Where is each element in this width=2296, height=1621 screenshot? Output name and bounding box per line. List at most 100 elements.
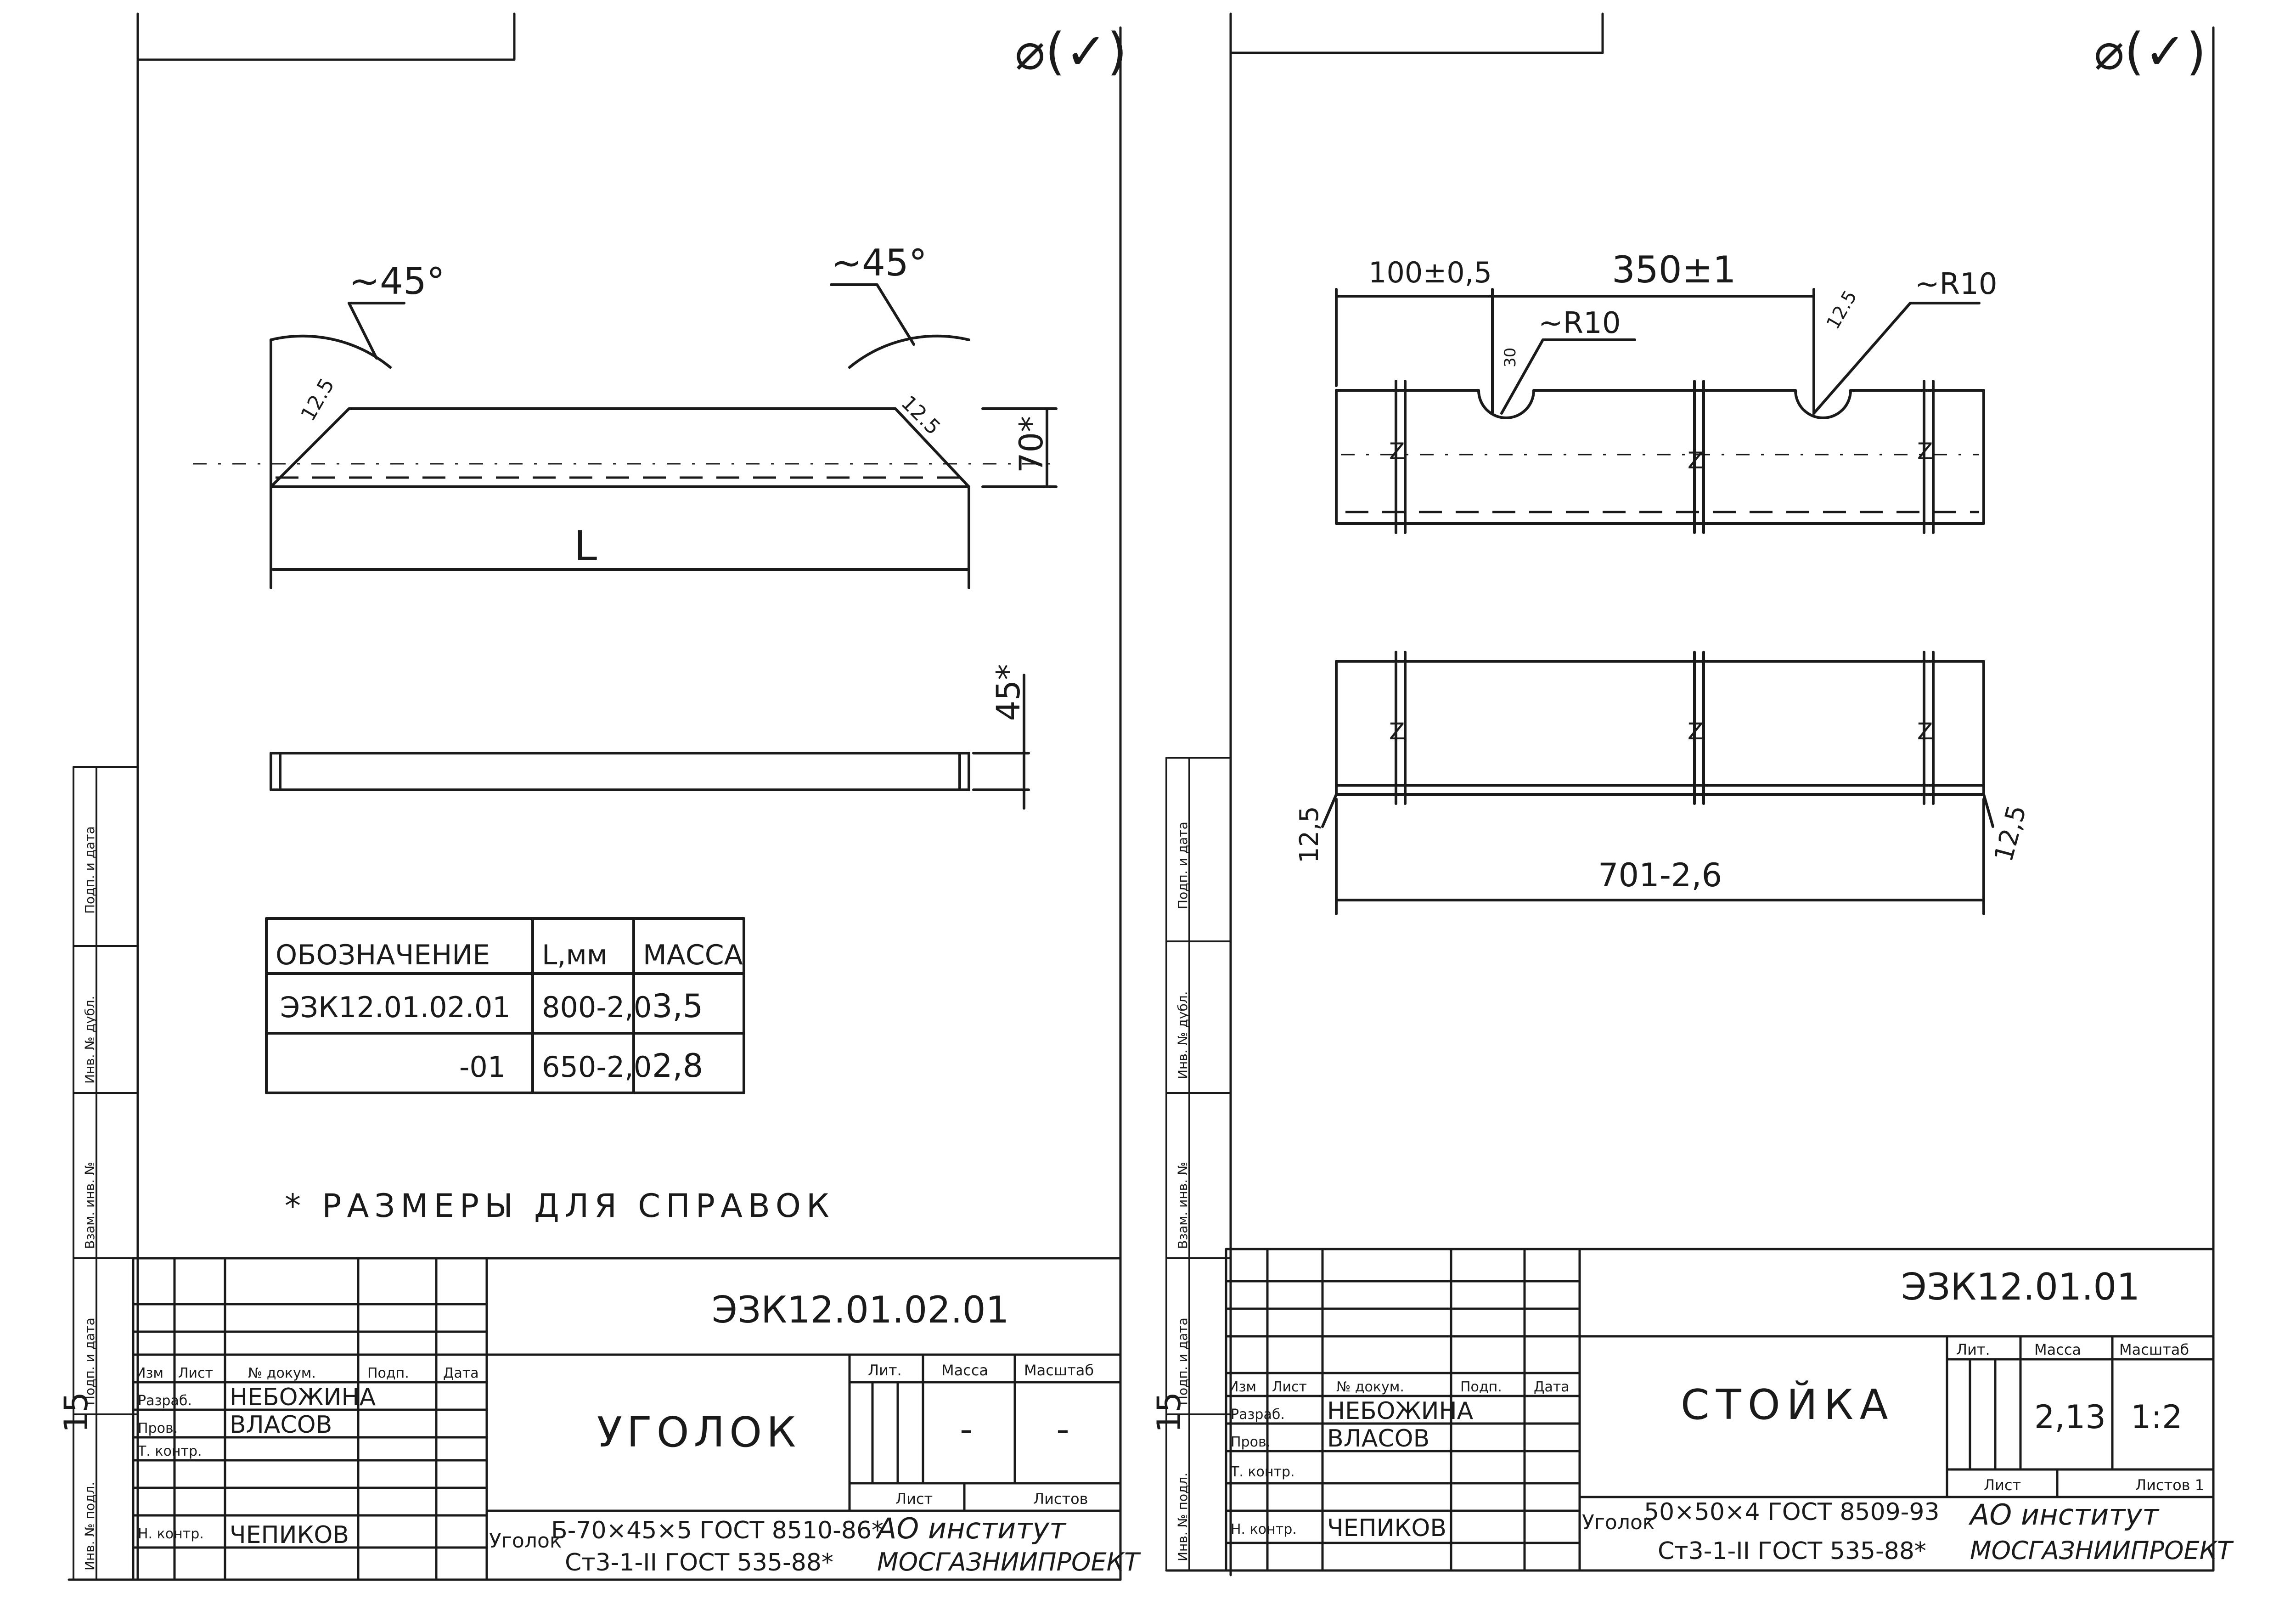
right-top-view bbox=[1321, 651, 1994, 915]
left-tb-designation: ЭЗК12.01.02.01 bbox=[712, 1289, 1009, 1331]
left-tb-role-1: Разраб. bbox=[138, 1393, 192, 1409]
right-dim-left: 100±0,5 bbox=[1368, 256, 1492, 289]
right-break-4: Z bbox=[1389, 718, 1405, 745]
left-side-stamp-2: Инв. № дубл. bbox=[82, 996, 97, 1084]
left-table-r2-mass: 2,8 bbox=[652, 1047, 703, 1085]
right-dim-center: 350±1 bbox=[1612, 248, 1736, 291]
left-tb-role-3: Т. контр. bbox=[137, 1443, 202, 1459]
right-radius-right: ~R10 bbox=[1915, 267, 1998, 301]
left-tb-name-1: НЕБОЖИНА bbox=[230, 1384, 376, 1411]
right-break-3: Z bbox=[1917, 438, 1933, 465]
right-dim-total: 701-2,6 bbox=[1598, 856, 1722, 894]
left-tb-org-line2: МОСГАЗНИИПРОЕКТ bbox=[877, 1548, 1141, 1576]
left-table-r1-mass: 3,5 bbox=[652, 987, 703, 1025]
right-tb-mass: 2,13 bbox=[2034, 1398, 2106, 1436]
left-table-header-mass: МАССА bbox=[643, 939, 743, 971]
right-tb-h-list: Лист bbox=[1272, 1379, 1307, 1395]
left-side-number: 15 bbox=[57, 1392, 95, 1433]
left-tb-org-line1: АО институт bbox=[875, 1512, 1067, 1545]
right-tb-name-5: ЧЕПИКОВ bbox=[1327, 1514, 1446, 1542]
right-tb-mass-label: Масса bbox=[2034, 1341, 2081, 1358]
right-tb-lit-label: Лит. bbox=[1956, 1341, 1990, 1358]
left-table-r2-designation: -01 bbox=[459, 1050, 506, 1084]
left-frame bbox=[68, 12, 1122, 1581]
left-tb-mass-label: Масса bbox=[941, 1362, 988, 1379]
left-tb-mass: - bbox=[960, 1408, 973, 1451]
left-tb-h-date: Дата bbox=[443, 1365, 479, 1381]
right-tb-sheets-label: Листов 1 bbox=[2135, 1476, 2204, 1494]
left-dim-length: L bbox=[574, 522, 597, 570]
right-side-stamp-5: Инв. № подл. bbox=[1175, 1473, 1190, 1561]
left-tb-h-list: Лист bbox=[178, 1365, 213, 1381]
left-designation-table bbox=[265, 917, 745, 1094]
left-angle-label-1: ~45° bbox=[349, 260, 445, 303]
left-tb-material-line2: Ст3-1-II ГОСТ 535-88* bbox=[565, 1549, 833, 1576]
right-tb-material-line1: 50×50×4 ГОСТ 8509-93 bbox=[1644, 1498, 1940, 1526]
right-side-number: 15 bbox=[1150, 1392, 1188, 1433]
right-tb-role-5: Н. контр. bbox=[1231, 1521, 1297, 1537]
left-table-r2-length: 650-2,0 bbox=[542, 1050, 652, 1084]
left-side-stamp-5: Инв. № подл. bbox=[82, 1482, 97, 1570]
left-angle-label-2: ~45° bbox=[831, 242, 927, 284]
left-angle-view bbox=[270, 283, 1058, 589]
left-tb-name-2: ВЛАСОВ bbox=[230, 1411, 332, 1439]
right-radius-left: ~R10 bbox=[1538, 306, 1621, 340]
left-tb-lit-label: Лит. bbox=[868, 1362, 902, 1379]
right-tb-role-2: Пров. bbox=[1231, 1434, 1271, 1450]
left-tb-h-sign: Подп. bbox=[367, 1365, 409, 1381]
left-tb-sheet-label: Лист bbox=[895, 1490, 933, 1508]
left-note: * РАЗМЕРЫ ДЛЯ СПРАВОК bbox=[285, 1187, 835, 1225]
left-title-block bbox=[132, 1257, 1122, 1581]
right-side-stamp-1: Подп. и дата bbox=[1175, 822, 1190, 909]
right-title-block bbox=[1225, 1248, 2215, 1572]
left-dim-side: 45* bbox=[990, 664, 1027, 721]
right-tb-name: СТОЙКА bbox=[1681, 1380, 1894, 1429]
left-tb-scale-label: Масштаб bbox=[1024, 1362, 1094, 1379]
right-break-6: Z bbox=[1917, 718, 1933, 745]
left-tb-h-izm: Изм bbox=[135, 1365, 163, 1381]
left-side-stamp-3: Взам. инв. № bbox=[82, 1162, 97, 1249]
right-side-stamp-3: Взам. инв. № bbox=[1175, 1162, 1190, 1249]
left-tb-name-5: ЧЕПИКОВ bbox=[230, 1521, 349, 1549]
left-tb-material-prefix: Уголок bbox=[489, 1529, 562, 1553]
left-chamfer-label-2: 12.5 bbox=[896, 391, 945, 439]
left-tb-h-doc: № докум. bbox=[248, 1365, 316, 1381]
right-tb-designation: ЭЗК12.01.01 bbox=[1901, 1266, 2140, 1308]
right-small-dim-1: 30 bbox=[1501, 348, 1519, 367]
right-edge-left: 12,5 bbox=[1294, 806, 1324, 863]
right-tb-org-line1: АО институт bbox=[1968, 1498, 2160, 1531]
left-side-stamp-1: Подп. и дата bbox=[82, 826, 97, 914]
left-tb-scale: - bbox=[1056, 1408, 1069, 1451]
right-tb-material-line2: Ст3-1-II ГОСТ 535-88* bbox=[1658, 1537, 1926, 1565]
left-side-view bbox=[270, 674, 1030, 810]
left-table-r1-designation: ЭЗК12.01.02.01 bbox=[280, 991, 511, 1024]
left-table-header-designation: ОБОЗНАЧЕНИЕ bbox=[276, 939, 490, 971]
right-side-stamp-2: Инв. № дубл. bbox=[1175, 991, 1190, 1079]
left-table-r1-length: 800-2,0 bbox=[542, 991, 652, 1024]
right-side-stamp bbox=[1165, 757, 1232, 1571]
right-tb-scale-label: Масштаб bbox=[2119, 1341, 2189, 1358]
right-break-1: Z bbox=[1389, 438, 1405, 465]
right-edge-right: 12,5 bbox=[1989, 802, 2032, 865]
right-corner-mark: ⌀(✓) bbox=[2094, 22, 2206, 81]
left-tb-sheets-label: Листов bbox=[1033, 1490, 1088, 1508]
right-tb-role-3: Т. контр. bbox=[1230, 1464, 1295, 1480]
left-corner-mark: ⌀(✓) bbox=[1015, 22, 1127, 81]
right-break-2: Z bbox=[1688, 447, 1703, 474]
right-tb-sheet-label: Лист bbox=[1984, 1476, 2021, 1494]
left-tb-role-2: Пров. bbox=[138, 1420, 178, 1436]
left-side-stamp-4: Подп. и дата bbox=[82, 1317, 97, 1405]
right-tb-org-line2: МОСГАЗНИИПРОЕКТ bbox=[1970, 1536, 2234, 1565]
right-tb-name-2: ВЛАСОВ bbox=[1327, 1425, 1429, 1452]
right-break-5: Z bbox=[1688, 718, 1703, 745]
right-front-view bbox=[1335, 288, 1985, 534]
left-tb-name: УГОЛОК bbox=[597, 1408, 800, 1457]
right-tb-name-1: НЕБОЖИНА bbox=[1327, 1397, 1474, 1425]
right-tb-h-izm: Изм bbox=[1228, 1379, 1256, 1395]
right-tb-material-prefix: Уголок bbox=[1582, 1511, 1654, 1534]
right-tb-h-date: Дата bbox=[1534, 1379, 1570, 1395]
left-tb-role-5: Н. контр. bbox=[138, 1526, 204, 1542]
left-chamfer-label-1: 12.5 bbox=[296, 374, 339, 425]
left-tb-material-line1: Б-70×45×5 ГОСТ 8510-86* bbox=[551, 1517, 884, 1544]
left-table-header-length: L,мм bbox=[542, 939, 608, 971]
